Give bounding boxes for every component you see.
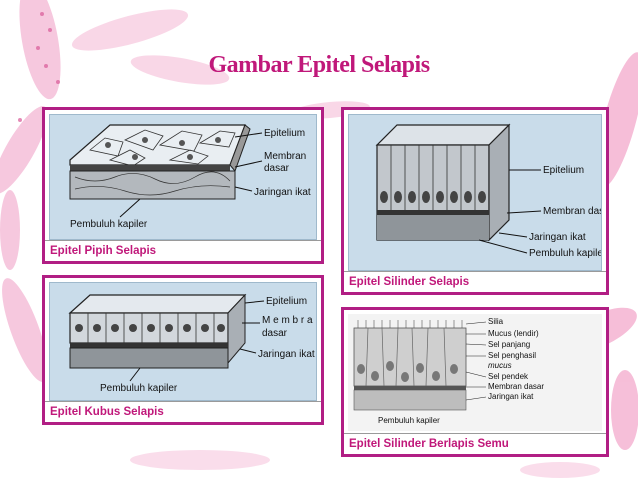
label-jaringan-ikat: Jaringan ikat <box>254 187 311 198</box>
label-jaringan-ikat: Jaringan ikat <box>488 392 534 401</box>
label-sel-panjang: Sel panjang <box>488 340 530 349</box>
caption-epitel-pipih: Epitel Pipih Selapis <box>45 240 321 261</box>
figure-epitel-silinder: Epitelium Membran dasar Jaringan ikat Pe… <box>348 114 602 271</box>
label-jaringan-ikat: Jaringan ikat <box>529 232 586 243</box>
figure-epitel-kubus: Epitelium M e m b r a n dasar Jaringan i… <box>49 282 317 401</box>
panel-epitel-kubus: Epitelium M e m b r a n dasar Jaringan i… <box>42 275 324 425</box>
label-silia: Silia <box>488 317 504 326</box>
label-mucus-lendir: Mucus (lendir) <box>488 329 539 338</box>
label-pembuluh-kapiler: Pembuluh kapiler <box>529 248 602 259</box>
panel-epitel-pipih: Epitelium Membran dasar Jaringan ikat Pe… <box>42 107 324 264</box>
label-sel-penghasil: Sel penghasil <box>488 351 536 360</box>
label-membran-dasar: Membran dasar <box>543 206 602 217</box>
panel-epitel-silinder: Epitelium Membran dasar Jaringan ikat Pe… <box>341 107 609 295</box>
label-pembuluh-kapiler: Pembuluh kapiler <box>378 416 440 425</box>
label-membran: M e m b r a n <box>262 315 317 326</box>
label-epitelium: Epitelium <box>264 128 305 139</box>
page-title: Gambar Epitel Selapis <box>208 52 430 78</box>
caption-epitel-silinder-berlapis: Epitel Silinder Berlapis Semu <box>344 433 606 454</box>
figure-epitel-silinder-berlapis: Silia Mucus (lendir) Sel panjang Sel pen… <box>348 314 602 431</box>
label-membran: Membran <box>264 151 306 162</box>
flower-decoration-bottom <box>130 450 600 478</box>
panel-epitel-silinder-berlapis: Silia Mucus (lendir) Sel panjang Sel pen… <box>341 307 609 457</box>
flower-decoration-left <box>0 0 61 382</box>
caption-epitel-silinder: Epitel Silinder Selapis <box>344 271 606 292</box>
label-pembuluh-kapiler: Pembuluh kapiler <box>70 219 148 230</box>
label-pembuluh-kapiler: Pembuluh kapiler <box>100 383 178 394</box>
label-jaringan-ikat: Jaringan ikat <box>258 349 315 360</box>
label-dasar: dasar <box>262 328 288 339</box>
label-sel-pendek: Sel pendek <box>488 372 529 381</box>
label-epitelium: Epitelium <box>543 165 584 176</box>
figure-epitel-pipih: Epitelium Membran dasar Jaringan ikat Pe… <box>49 114 317 240</box>
caption-epitel-kubus: Epitel Kubus Selapis <box>45 401 321 422</box>
label-membran-dasar: Membran dasar <box>488 382 544 391</box>
label-epitelium: Epitelium <box>266 296 307 307</box>
dot-pattern <box>18 12 60 122</box>
label-mucus: mucus <box>488 361 512 370</box>
label-dasar: dasar <box>264 163 290 174</box>
